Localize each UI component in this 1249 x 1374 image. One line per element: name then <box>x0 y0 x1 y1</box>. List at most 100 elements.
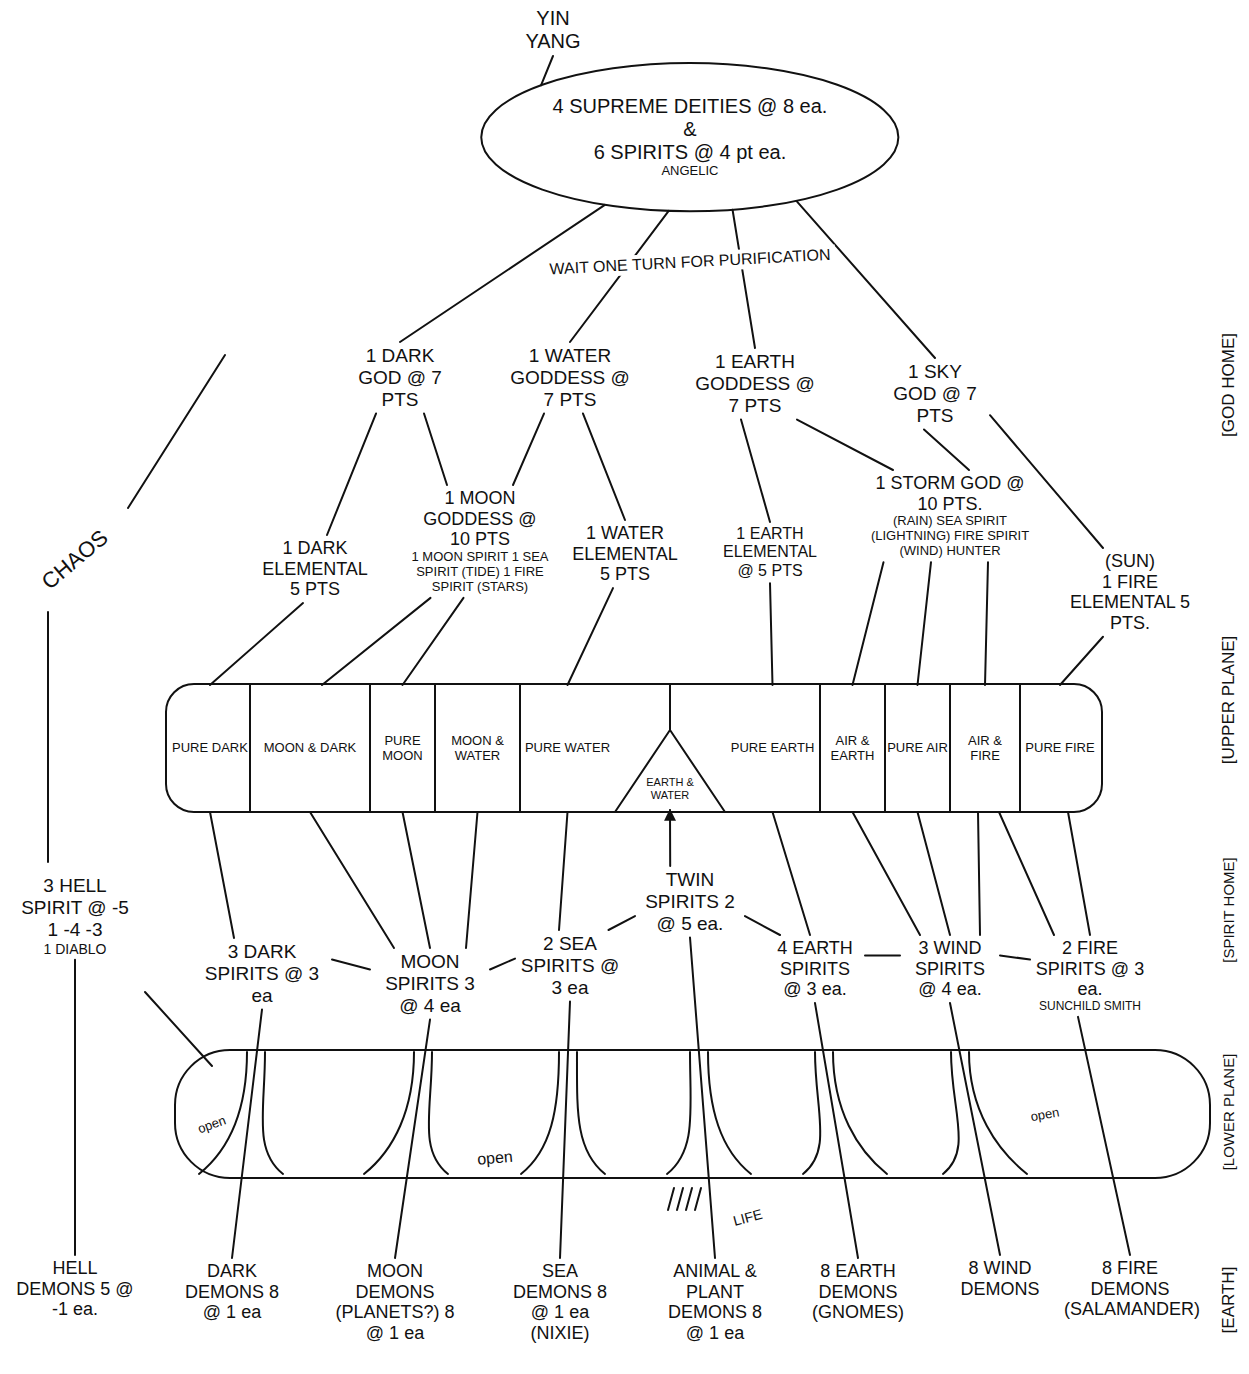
node-title: 1 WATER ELEMENTAL 5 PTS <box>569 523 681 585</box>
portal-funnel <box>667 1052 751 1174</box>
node-title: HELL DEMONS 5 @ -1 ea. <box>14 1258 136 1320</box>
spirit-node: 2 SEA SPIRITS @ 3 ea <box>515 930 625 1002</box>
connector <box>210 603 303 685</box>
upper-plane-band <box>166 684 1102 812</box>
note-label: LIFE <box>732 1207 765 1230</box>
node-title: MOON & WATER <box>437 734 518 764</box>
demon-node: 8 WIND DEMONS <box>950 1255 1050 1302</box>
node-title: 1 WATER GODDESS @ 7 PTS <box>509 345 631 411</box>
node-title: 8 FIRE DEMONS (SALAMANDER) <box>1064 1258 1196 1320</box>
connector <box>466 812 478 948</box>
lower-plane-band <box>175 1050 1210 1178</box>
node-title: PURE EARTH <box>731 741 815 756</box>
connector <box>853 562 884 685</box>
deity-cloud: 4 SUPREME DEITIES @ 8 ea.&6 SPIRITS @ 4 … <box>477 60 903 214</box>
node-title: 1 DARK ELEMENTAL 5 PTS <box>259 538 371 600</box>
connector <box>796 201 935 358</box>
connector <box>918 562 932 685</box>
node-title: 1 EARTH GODDESS @ 7 PTS <box>689 351 821 417</box>
plane-region: PURE DARK <box>170 685 250 812</box>
node-title: ANIMAL & PLANT DEMONS 8 @ 1 ea <box>659 1261 771 1344</box>
hell-line <box>145 992 212 1066</box>
plane-region: PURE AIR <box>885 685 950 812</box>
node-title: PURE FIRE <box>1025 741 1094 756</box>
region-divider <box>250 684 1020 812</box>
node-title: 1 DARK GOD @ 7 PTS <box>344 345 456 411</box>
connector <box>797 420 893 470</box>
life-hatch <box>668 1188 701 1210</box>
node-title: YIN YANG <box>522 7 584 53</box>
node-title: AIR & EARTH <box>822 734 883 764</box>
plane-region: PURE WATER <box>520 685 615 812</box>
connector <box>559 812 568 930</box>
node-title: TWIN SPIRITS 2 @ 5 ea. <box>639 869 741 935</box>
node-title: PURE AIR <box>887 741 948 756</box>
node-title: AIR & FIRE <box>952 734 1018 764</box>
portal-funnel <box>364 1052 448 1174</box>
node-title: (SUN) <box>1067 551 1194 572</box>
connector <box>1068 812 1090 935</box>
node-title: 4 SUPREME DEITIES @ 8 ea. <box>553 95 828 118</box>
node-title: DARK DEMONS 8 @ 1 ea <box>176 1261 288 1323</box>
connector <box>310 812 394 948</box>
portal-funnel <box>943 1052 1027 1174</box>
elemental-node: (SUN)1 FIRE ELEMENTAL 5 PTS. <box>1063 548 1198 637</box>
connector <box>232 1010 262 1258</box>
connector <box>1078 1017 1130 1255</box>
connector <box>560 1002 570 1258</box>
gap-label: open <box>477 1148 514 1169</box>
demon-node: SEA DEMONS 8 @ 1 ea (NIXIE) <box>500 1258 620 1347</box>
spirit-node: MOON SPIRITS 3 @ 4 ea <box>370 948 490 1020</box>
node-note: & <box>683 118 696 141</box>
node-note: (RAIN) SEA SPIRIT (LIGHTNING) FIRE SPIRI… <box>859 514 1041 559</box>
connector <box>741 420 770 522</box>
demon-node: MOON DEMONS (PLANETS?) 8 @ 1 ea <box>328 1258 463 1347</box>
spirit-node: 3 WIND SPIRITS @ 4 ea. <box>900 935 1000 1003</box>
node-title: 1 MOON GODDESS @ 10 PTS <box>415 488 545 550</box>
god-node: 1 DARK GOD @ 7 PTS <box>340 342 460 414</box>
god-node: 1 SKY GOD @ 7 PTS <box>880 358 990 430</box>
connector <box>1000 955 1030 959</box>
plane-region: EARTH & WATER <box>630 768 710 810</box>
node-note: 6 SPIRITS @ 4 pt ea. <box>594 141 787 164</box>
gap-label: open <box>196 1113 228 1136</box>
connector <box>395 1020 430 1258</box>
elemental-node: 1 EARTH ELEMENTAL @ 5 PTS <box>715 522 825 583</box>
node-title: 1 SKY GOD @ 7 PTS <box>884 361 986 427</box>
connector <box>918 812 951 935</box>
node-title: MOON SPIRITS 3 @ 4 ea <box>374 951 486 1017</box>
connector <box>513 414 544 485</box>
god-node: 1 WATER GODDESS @ 7 PTS <box>505 342 635 414</box>
plane-region: AIR & EARTH <box>820 685 885 812</box>
connector <box>424 414 447 485</box>
connector <box>978 812 980 935</box>
cloud-shape <box>481 63 898 211</box>
connector <box>568 588 614 685</box>
node-note: SUNCHILD SMITH <box>1034 1000 1146 1014</box>
tier-label: [UPPER PLANE] <box>1220 636 1239 765</box>
node-title: 3 DARK SPIRITS @ 3 ea <box>196 941 328 1007</box>
node-title: 4 EARTH SPIRITS @ 3 ea. <box>769 938 861 1000</box>
tier-label: [SPIRIT HOME] <box>1221 857 1238 963</box>
node-note: ANGELIC <box>661 164 718 179</box>
connector <box>865 954 900 956</box>
connector <box>609 916 636 930</box>
chaos-line <box>48 355 225 862</box>
connector <box>985 562 988 685</box>
portal-funnel <box>199 1052 283 1174</box>
node-title: PURE WATER <box>525 741 610 756</box>
connector <box>583 414 625 520</box>
node-note: 1 FIRE ELEMENTAL 5 PTS. <box>1067 572 1194 634</box>
connector <box>853 812 921 935</box>
node-title: MOON DEMONS (PLANETS?) 8 @ 1 ea <box>332 1261 459 1344</box>
connector <box>924 430 969 470</box>
connector <box>690 938 715 1258</box>
node-title: 1 STORM GOD @ 10 PTS. <box>875 473 1025 514</box>
goddess-node: 1 MOON GODDESS @ 10 PTS1 MOON SPIRIT 1 S… <box>398 485 563 598</box>
connector <box>403 812 431 948</box>
note-label: WAIT ONE TURN FOR PURIFICATION <box>544 245 836 280</box>
spirit-node: 3 HELL SPIRIT @ -5 1 -4 -31 DIABLO <box>13 872 138 960</box>
node-title: PURE MOON <box>372 734 433 764</box>
